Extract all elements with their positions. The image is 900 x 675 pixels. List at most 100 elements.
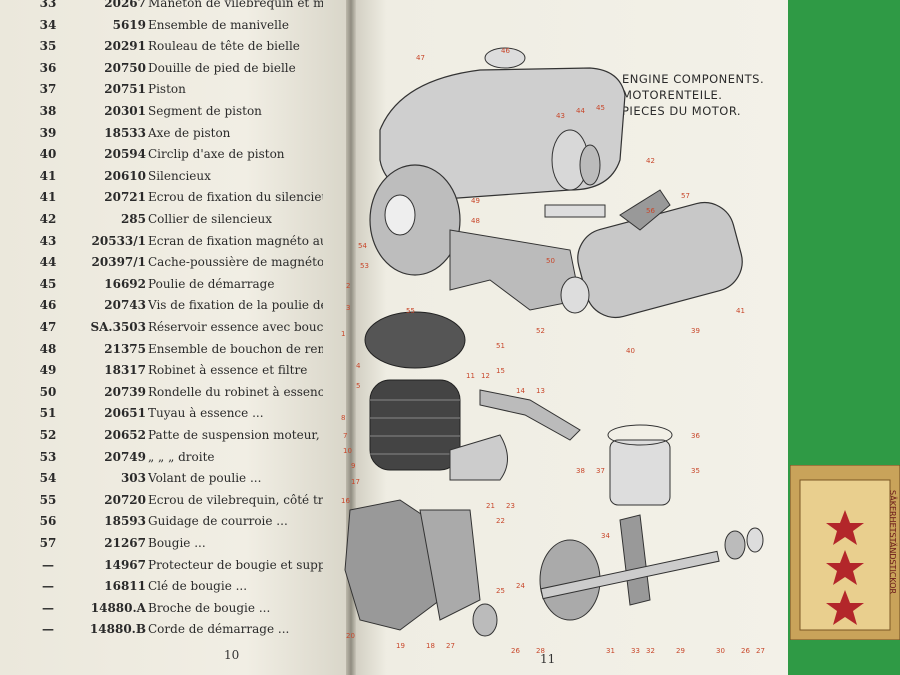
parts-row-num: 44 xyxy=(39,255,57,270)
parts-row-desc: Ecran de fixation magnéto au vilebrequin xyxy=(148,233,323,248)
callout-number: 50 xyxy=(546,257,555,265)
callout-number: 34 xyxy=(601,532,610,540)
parts-row-num: 46 xyxy=(39,298,57,313)
parts-row-desc: Piston xyxy=(148,82,186,97)
parts-row-code: 14880.B xyxy=(89,622,146,637)
parts-row-code: 303 xyxy=(120,471,146,486)
parts-row-code: 20651 xyxy=(104,406,146,421)
callout-number: 27 xyxy=(756,647,765,655)
callout-number: 46 xyxy=(501,47,510,55)
callout-number: 36 xyxy=(691,432,700,440)
callout-number: 38 xyxy=(576,467,585,475)
parts-row-num: 55 xyxy=(39,492,57,507)
parts-row-code: 16692 xyxy=(104,276,146,291)
callout-number: 9 xyxy=(351,462,355,470)
parts-row-code: 18593 xyxy=(104,514,146,529)
callout-number: 11 xyxy=(466,372,475,380)
parts-row-desc: Ecrou de vilebrequin, côté transmission xyxy=(148,492,323,507)
callout-number: 18 xyxy=(426,642,435,650)
callout-number: 33 xyxy=(631,647,640,655)
callout-number: 42 xyxy=(646,157,655,165)
parts-row-desc: Rondelle du robinet à essence xyxy=(148,384,323,399)
parts-row-desc: Ecrou de fixation du silencieux xyxy=(148,190,323,205)
parts-row-desc: Collier de silencieux xyxy=(148,212,272,226)
callout-number: 7 xyxy=(343,432,347,440)
matchbox: SÄKERHETSTÄNDSTICKOR xyxy=(790,465,900,640)
parts-row-num: 50 xyxy=(39,384,57,399)
parts-row-num: 56 xyxy=(39,514,57,529)
callout-number: 10 xyxy=(343,447,352,455)
parts-row-num: 35 xyxy=(39,39,57,54)
callout-number: 28 xyxy=(536,647,545,655)
left-page-number: 10 xyxy=(224,648,240,662)
parts-row-num: 47 xyxy=(39,320,57,334)
callout-number: 29 xyxy=(676,647,685,655)
callout-number: 22 xyxy=(496,517,505,525)
parts-row-code: 20750 xyxy=(104,60,146,75)
parts-row-desc: Tuyau à essence ... xyxy=(148,406,264,421)
parts-row-code: 20720 xyxy=(104,492,146,507)
parts-row-desc: Ensemble de manivelle xyxy=(148,17,289,32)
parts-row-code: 20267 xyxy=(104,0,146,10)
callout-number: 21 xyxy=(486,502,495,510)
parts-row-desc: Bougie ... xyxy=(148,536,206,550)
parts-row-num: 38 xyxy=(39,104,57,118)
parts-row-desc: Robinet à essence et filtre xyxy=(148,363,308,378)
parts-row-desc: Réservoir essence avec bouchon de rempli… xyxy=(148,320,323,334)
callout-number: 14 xyxy=(516,387,525,395)
parts-row-num: 40 xyxy=(39,147,57,162)
callout-number: 23 xyxy=(506,502,515,510)
callout-number: 12 xyxy=(481,372,490,380)
parts-row-num: 57 xyxy=(39,536,57,550)
parts-row-code: 20749 xyxy=(104,449,146,464)
right-page-number: 11 xyxy=(540,652,556,666)
callout-number: 3 xyxy=(346,304,350,312)
parts-row-code: 20301 xyxy=(104,104,146,118)
diagram-title-en: ENGINE COMPONENTS. xyxy=(622,72,765,86)
parts-row-desc: Silencieux xyxy=(148,168,211,183)
diagram-title-de: MOTORENTEILE. xyxy=(622,88,723,102)
parts-row-code: 20533/1 xyxy=(91,233,146,248)
callout-number: 4 xyxy=(356,362,361,370)
callout-number: 43 xyxy=(556,112,565,120)
left-page xyxy=(0,0,352,675)
callout-number: 39 xyxy=(691,327,700,335)
parts-row-num: 52 xyxy=(39,428,57,442)
parts-row-num: 43 xyxy=(39,233,57,248)
parts-row-desc: Poulie de démarrage xyxy=(148,276,275,291)
parts-row-desc: Corde de démarrage ... xyxy=(148,622,290,637)
callout-number: 55 xyxy=(406,307,415,315)
callout-number: 47 xyxy=(416,54,425,62)
parts-row-code: 20652 xyxy=(104,428,146,442)
parts-row-code: 20291 xyxy=(104,39,146,54)
parts-row-desc: Circlip d'axe de piston xyxy=(148,147,285,162)
callout-number: 51 xyxy=(496,342,505,350)
parts-row-desc: Patte de suspension moteur, gauche xyxy=(148,428,323,442)
parts-row-num: 41 xyxy=(39,190,57,205)
parts-row-num: 49 xyxy=(39,363,57,378)
callout-number: 41 xyxy=(736,307,745,315)
callout-number: 1 xyxy=(341,330,345,338)
callout-number: 45 xyxy=(596,104,605,112)
callout-number: 30 xyxy=(716,647,725,655)
parts-row-num: — xyxy=(42,557,54,572)
callout-number: 20 xyxy=(346,632,355,640)
parts-row-code: 20594 xyxy=(104,147,146,162)
parts-row-code: 20397/1 xyxy=(91,255,146,270)
callout-number: 26 xyxy=(511,647,520,655)
